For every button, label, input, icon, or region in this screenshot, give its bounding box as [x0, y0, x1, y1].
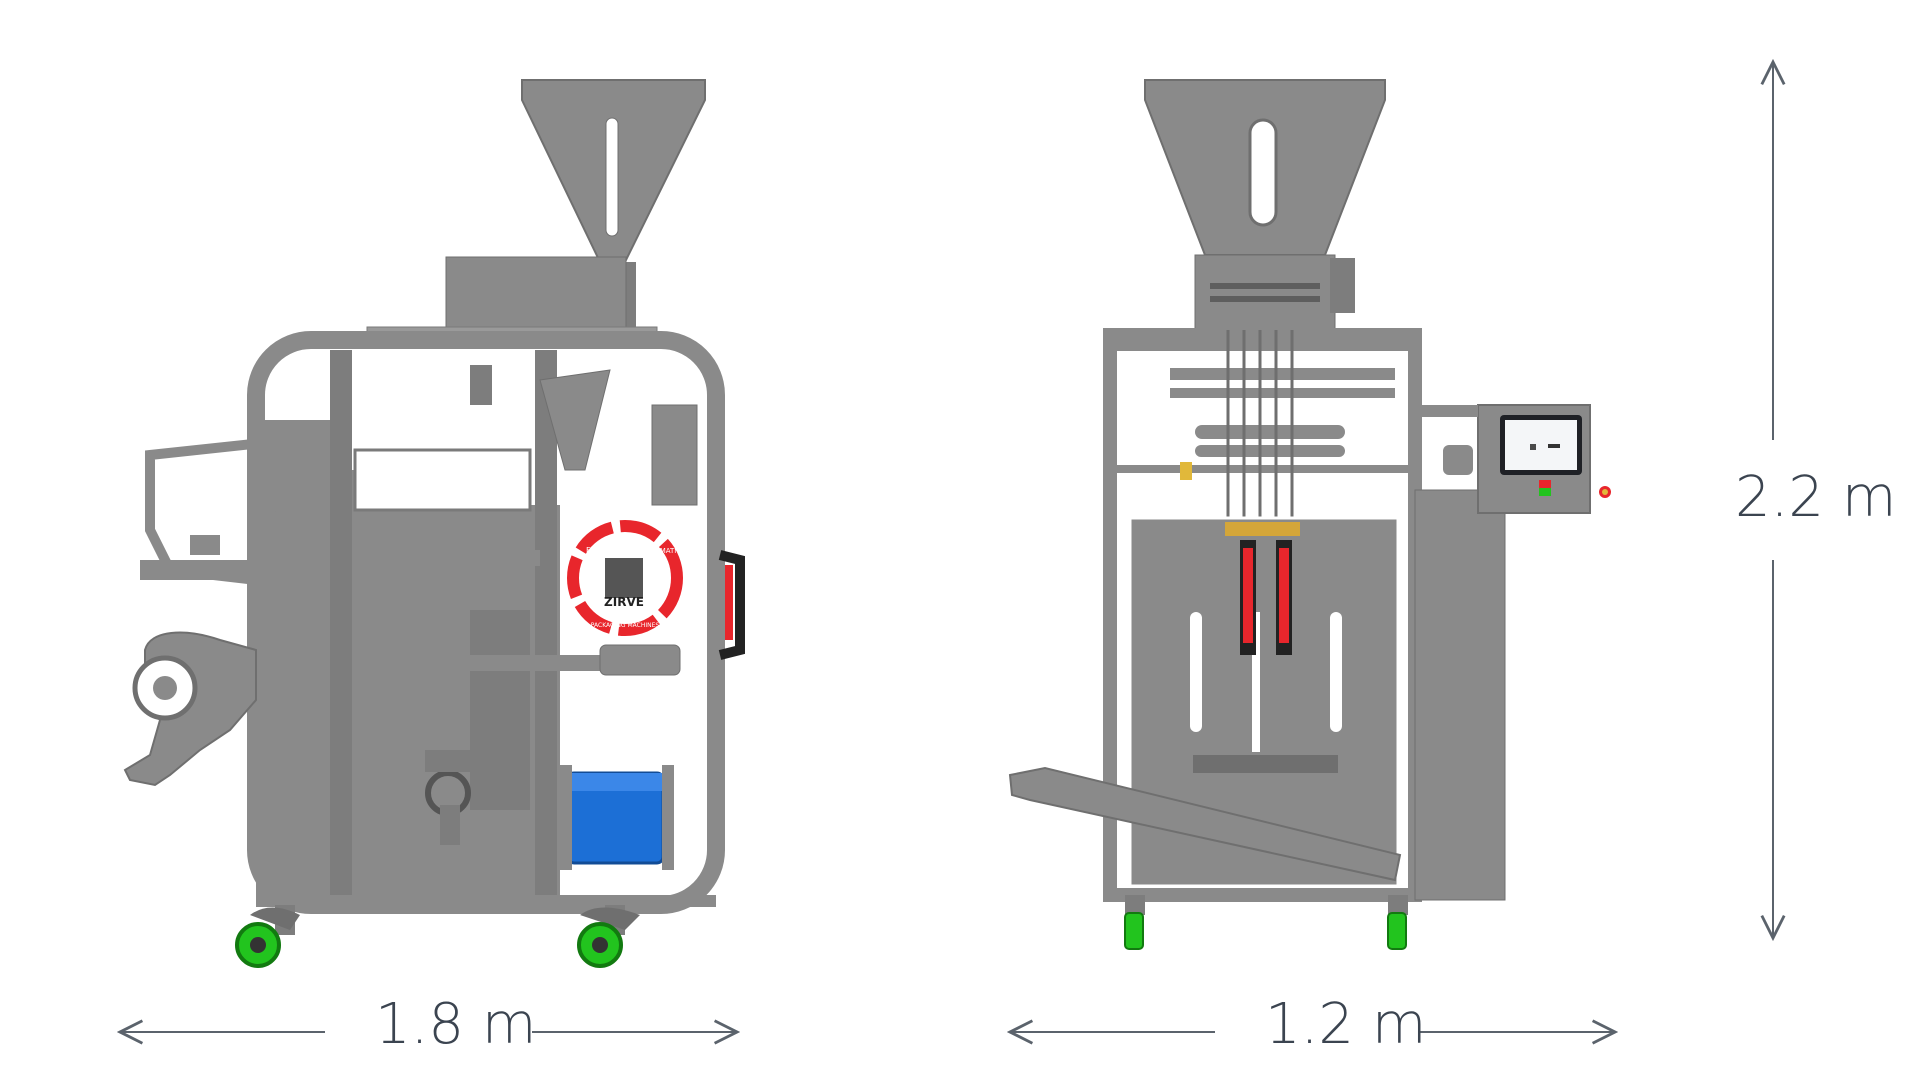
- front-discharge-chute: [1008, 766, 1402, 882]
- front-dosing-unit: [1194, 254, 1336, 331]
- height-label: 2.2 m: [1735, 465, 1897, 530]
- front-caster-left: [1124, 912, 1144, 950]
- front-width-label: 1.2 m: [1265, 992, 1427, 1057]
- front-hopper-slot: [1248, 118, 1278, 227]
- emergency-button-green: [1539, 488, 1551, 496]
- dimension-lines: [120, 62, 1773, 1032]
- side-view-machine: ZIRVE FULL AUTOMATIC PACKAGING MACHINES: [123, 79, 745, 968]
- logo-ring-bottom: PACKAGING MACHINES: [591, 622, 660, 629]
- side-width-label: 1.8 m: [375, 992, 537, 1057]
- side-hopper-slot: [605, 117, 619, 237]
- front-side-cabinet: [1414, 489, 1506, 901]
- forming-tubes: [1226, 330, 1294, 530]
- logo-ring-right: AUTOMATIC: [640, 547, 681, 555]
- zirve-logo: ZIRVE FULL AUTOMATIC PACKAGING MACHINES: [567, 520, 683, 636]
- side-control-box: [651, 404, 698, 506]
- front-caster-right: [1387, 912, 1407, 950]
- emergency-button-red: [1539, 480, 1551, 488]
- logo-ring-left: FULL: [586, 546, 606, 555]
- logo-brand-text: ZIRVE: [604, 595, 644, 609]
- side-red-handle: [718, 550, 745, 660]
- side-film-holder: [145, 434, 317, 586]
- side-dosing-unit: [445, 256, 627, 328]
- front-view-machine: [1008, 79, 1611, 950]
